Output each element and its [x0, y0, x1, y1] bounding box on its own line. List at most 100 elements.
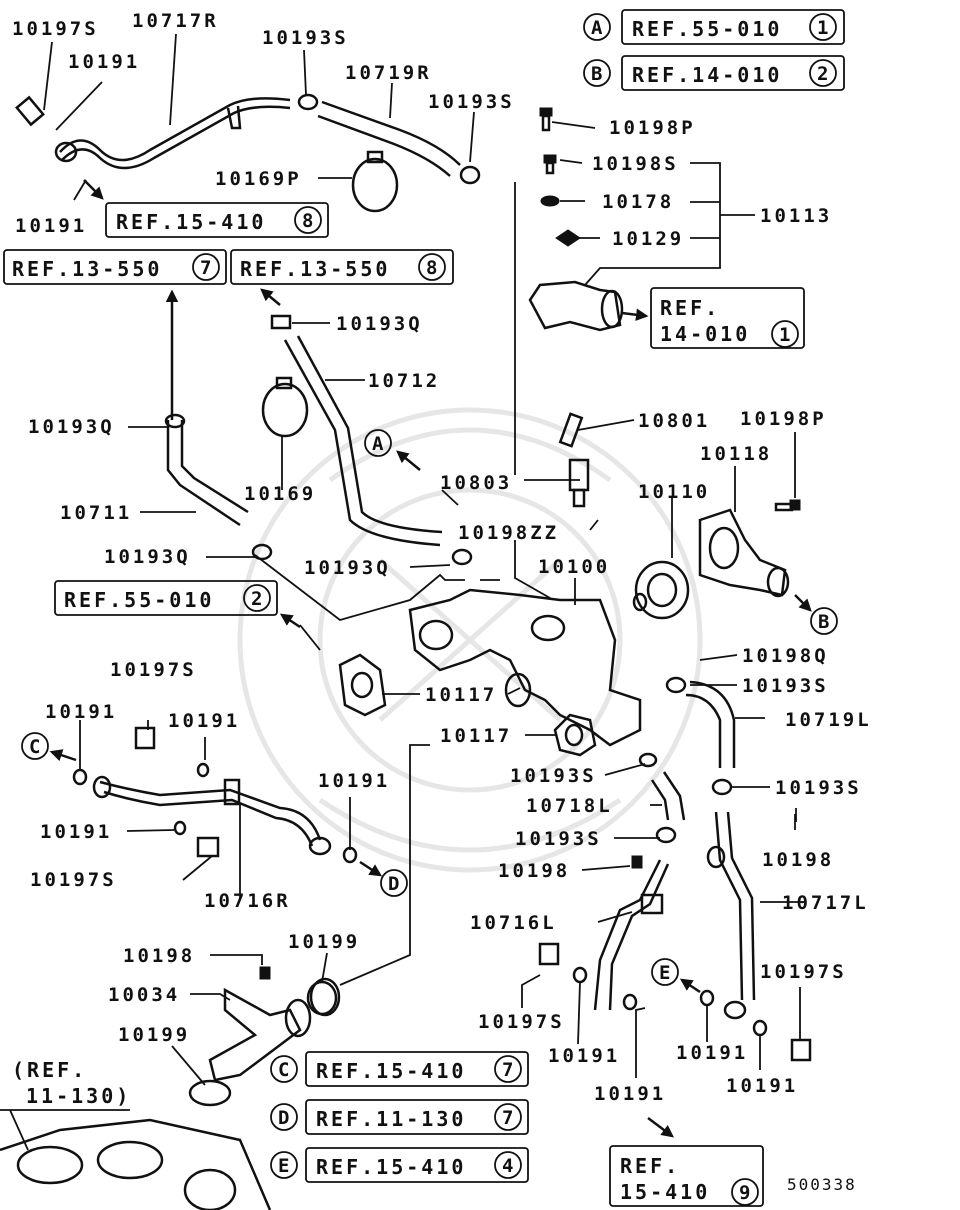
part-label[interactable]: 10110 — [638, 481, 710, 503]
ref-text: REF.15-410 — [316, 1059, 466, 1083]
diagram-code: 500338 — [787, 1175, 857, 1194]
ref-box-E[interactable]: E REF.15-410 4 — [270, 1147, 529, 1183]
part-label[interactable]: 10198ZZ — [458, 522, 559, 544]
leader-lines — [43, 33, 805, 1086]
part-label[interactable]: 10191 — [318, 770, 390, 792]
part-label[interactable]: 10719R — [345, 62, 432, 84]
marker-letter: A — [591, 17, 605, 39]
part-label[interactable]: 10191 — [548, 1045, 620, 1067]
part-label[interactable]: 10193S — [742, 675, 829, 697]
ref-box-15-410-8[interactable]: REF.15-410 8 — [105, 202, 329, 238]
part-label[interactable]: 10199 — [288, 931, 360, 953]
arrows — [49, 179, 812, 1138]
part-label[interactable]: 10193S — [262, 27, 349, 49]
part-label[interactable]: 10198 — [762, 849, 834, 871]
part-label[interactable]: 10198P — [609, 117, 696, 139]
part-label[interactable]: 10716L — [470, 912, 557, 934]
part-label[interactable]: 10191 — [168, 710, 240, 732]
ref-box-A[interactable]: A REF.55-010 1 — [583, 9, 845, 45]
part-label[interactable]: 10712 — [368, 370, 440, 392]
ref-box-55-010-2[interactable]: REF.55-010 2 — [54, 580, 278, 616]
housing-10100 — [408, 588, 642, 747]
marker-B[interactable]: B — [810, 607, 838, 635]
ref-text-line1: (REF. — [12, 1058, 87, 1082]
part-label[interactable]: 10198Q — [742, 645, 829, 667]
part-label[interactable]: 10191 — [726, 1075, 798, 1097]
part-label[interactable]: 10197S — [478, 1011, 565, 1033]
part-label[interactable]: 10178 — [602, 191, 674, 213]
part-label[interactable]: 10718L — [526, 795, 613, 817]
part-label[interactable]: 10193S — [510, 765, 597, 787]
part-label[interactable]: 10191 — [676, 1042, 748, 1064]
part-label[interactable]: 10034 — [108, 984, 180, 1006]
part-label[interactable]: 10193S — [775, 777, 862, 799]
ref-box-C[interactable]: C REF.15-410 7 — [270, 1051, 529, 1087]
outlet-10118 — [698, 499, 801, 598]
part-label[interactable]: 10197S — [760, 961, 847, 983]
part-label[interactable]: 10198 — [123, 945, 195, 967]
ref-box-13-550-7[interactable]: REF.13-550 7 — [3, 249, 227, 285]
part-label[interactable]: 10197S — [30, 869, 117, 891]
pipe-10034 — [188, 977, 341, 1107]
part-label[interactable]: 10118 — [700, 443, 772, 465]
part-label[interactable]: 10113 — [760, 205, 832, 227]
ref-num: 7 — [502, 1107, 516, 1129]
part-label[interactable]: 10191 — [40, 821, 112, 843]
part-label[interactable]: 10191 — [45, 701, 117, 723]
part-label[interactable]: 10191 — [68, 51, 140, 73]
ref-num: 2 — [817, 63, 831, 85]
ref-num: 8 — [302, 210, 316, 232]
thermostat-10110 — [632, 560, 690, 620]
part-label[interactable]: 10198 — [498, 860, 570, 882]
ref-box-13-550-8[interactable]: REF.13-550 8 — [230, 249, 454, 285]
part-label[interactable]: 10117 — [440, 725, 512, 747]
ref-num: 7 — [200, 257, 214, 279]
ref-box-B[interactable]: B REF.14-010 2 — [583, 55, 845, 91]
gasket-10117-b — [553, 713, 597, 757]
part-label[interactable]: 10716R — [204, 890, 291, 912]
part-label[interactable]: 10711 — [60, 502, 132, 524]
part-label[interactable]: 10717R — [132, 10, 219, 32]
engine-block — [0, 1118, 272, 1210]
part-label[interactable]: 10197S — [110, 659, 197, 681]
part-label[interactable]: 10100 — [538, 556, 610, 578]
part-label[interactable]: 10169P — [215, 168, 302, 190]
marker-E[interactable]: E — [651, 958, 679, 986]
part-label[interactable]: 10193S — [515, 828, 602, 850]
pipe-10716L — [538, 859, 670, 1011]
ref-text-line1: REF. — [620, 1154, 680, 1178]
marker-D[interactable]: D — [380, 869, 408, 897]
marker-letter: B — [591, 63, 605, 85]
marker-letter: D — [388, 873, 402, 895]
part-label[interactable]: 10801 — [638, 410, 710, 432]
part-label[interactable]: 10193Q — [336, 313, 423, 335]
part-label[interactable]: 10198P — [740, 408, 827, 430]
part-label[interactable]: 10193Q — [304, 557, 391, 579]
part-label[interactable]: 10191 — [594, 1083, 666, 1105]
part-label[interactable]: 10169 — [244, 483, 316, 505]
part-label[interactable]: 10199 — [118, 1024, 190, 1046]
marker-C[interactable]: C — [21, 732, 49, 760]
ref-box-15-410-9[interactable]: REF. 15-410 9 — [609, 1145, 764, 1207]
marker-letter: D — [278, 1107, 292, 1129]
marker-letter: B — [818, 611, 832, 633]
part-label[interactable]: 10198S — [592, 153, 679, 175]
part-label[interactable]: 10719L — [785, 709, 872, 731]
ref-box-14-010-1[interactable]: REF. 14-010 1 — [650, 287, 805, 349]
ref-text: REF.13-550 — [12, 257, 162, 281]
marker-A[interactable]: A — [364, 429, 392, 457]
part-label[interactable]: 10717L — [782, 892, 869, 914]
ref-11-130[interactable]: (REF. 11-130) — [0, 1058, 131, 1151]
part-label[interactable]: 10191 — [15, 215, 87, 237]
part-labels: 10197S 10717R 10191 10193S 10719R 10193S… — [12, 10, 872, 1105]
part-label[interactable]: 10803 — [440, 472, 512, 494]
part-label[interactable]: 10193Q — [28, 416, 115, 438]
ref-box-D[interactable]: D REF.11-130 7 — [270, 1099, 529, 1135]
part-label[interactable]: 10197S — [12, 18, 99, 40]
part-label[interactable]: 10117 — [425, 684, 497, 706]
part-label[interactable]: 10129 — [612, 228, 684, 250]
marker-letter: C — [29, 736, 43, 758]
part-label[interactable]: 10193Q — [104, 546, 191, 568]
part-label[interactable]: 10193S — [428, 91, 515, 113]
